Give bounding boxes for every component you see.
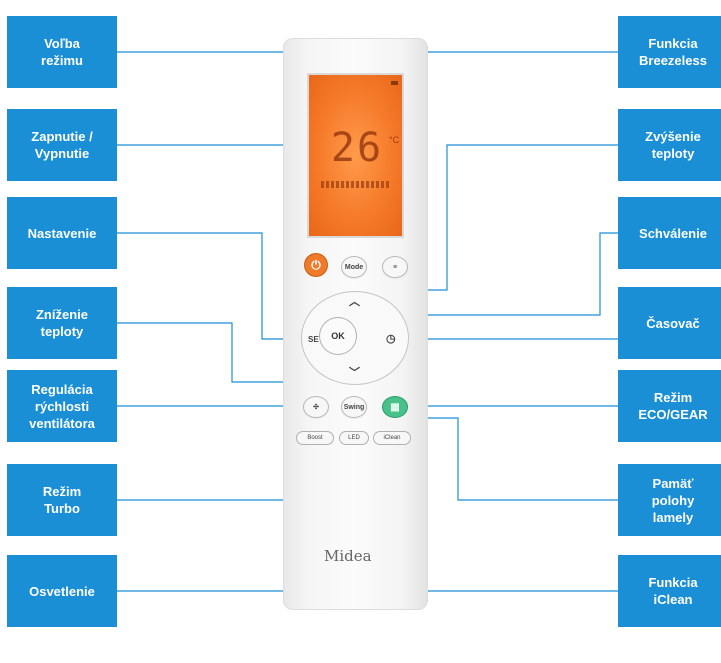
label-power: Zapnutie / Vypnutie: [7, 109, 117, 181]
set-button[interactable]: SET: [308, 335, 324, 344]
leader-set: [117, 232, 302, 340]
label-temp-down: Zníženie teploty: [7, 287, 117, 359]
ok-button[interactable]: OK: [320, 318, 356, 354]
up-arrow-icon[interactable]: ︿: [349, 296, 360, 308]
boost-button[interactable]: Boost: [297, 432, 333, 444]
label-ok: Schválenie: [618, 197, 721, 269]
down-arrow-icon[interactable]: ﹀: [349, 367, 360, 379]
label-swing-memory: Pamäť polohy lamely: [618, 464, 721, 536]
label-led: Osvetlenie: [7, 555, 117, 627]
fan-speed-button[interactable]: ✣: [304, 397, 328, 417]
label-eco-gear: Režim ECO/GEAR: [618, 370, 721, 442]
lcd-display: 26 °C: [307, 73, 404, 238]
leader-iclean: [396, 443, 618, 592]
power-button[interactable]: ⏻: [305, 254, 327, 276]
eco-gear-button[interactable]: ▦: [383, 397, 407, 417]
breezeless-button[interactable]: ≡: [383, 257, 407, 277]
label-mode-selection: Voľba režimu: [7, 16, 117, 88]
swing-button[interactable]: Swing: [342, 397, 366, 417]
timer-icon[interactable]: ◷: [386, 333, 396, 345]
remote-control: 26 °C ⏻ Mode ≡ ︿ ﹀ SET ◷ OK ✣ Swing ▦ Bo…: [283, 38, 428, 610]
fan-level-bars: [321, 181, 391, 188]
brand-logo: Midea: [324, 547, 372, 565]
label-fan-speed: Regulácia rýchlosti ventilátora: [7, 370, 117, 442]
lcd-unit: °C: [389, 135, 400, 145]
led-button[interactable]: LED: [340, 432, 368, 444]
label-breezeless: Funkcia Breezeless: [618, 16, 721, 88]
iclean-button[interactable]: iClean: [374, 432, 410, 444]
leader-breezeless: [399, 51, 618, 269]
label-timer: Časovač: [618, 287, 721, 359]
label-setting: Nastavenie: [7, 197, 117, 269]
label-temp-up: Zvýšenie teploty: [618, 109, 721, 181]
label-iclean: Funkcia iClean: [618, 555, 721, 627]
lcd-temperature: 26: [330, 125, 384, 171]
leader-ok: [362, 232, 618, 316]
mode-button[interactable]: Mode: [342, 257, 366, 277]
label-turbo: Režim Turbo: [7, 464, 117, 536]
battery-icon: [391, 81, 398, 85]
